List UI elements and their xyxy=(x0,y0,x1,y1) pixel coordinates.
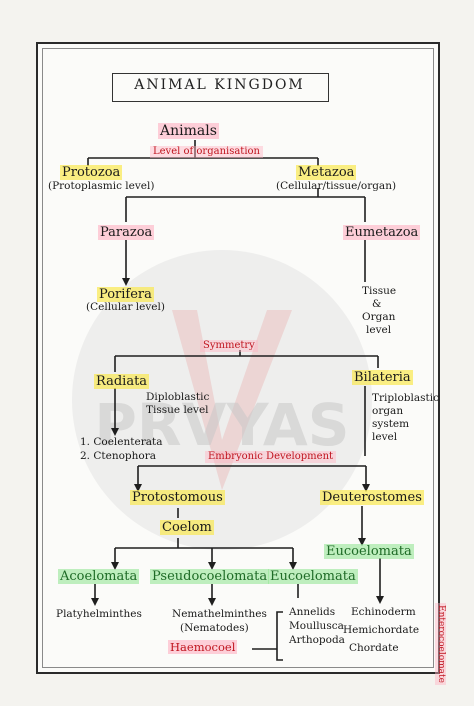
criterion-symmetry: Symmetry xyxy=(200,340,258,352)
node-coelom-label: Coelom xyxy=(160,520,214,535)
arrow-eucoelomata xyxy=(289,562,297,570)
node-porifera-level: (Cellular level) xyxy=(86,301,165,313)
node-chordate: Chordate xyxy=(349,642,399,654)
node-pseudocoelomata-label: Pseudocoelomata xyxy=(150,569,270,584)
node-diploblastic-line-2: Tissue level xyxy=(146,404,209,416)
node-moullusca: Moullusca xyxy=(289,620,344,632)
node-eucoelomata: Eucoelomata xyxy=(268,569,358,584)
node-protostomous-label: Protostomous xyxy=(130,490,225,505)
node-metazoa: Metazoa xyxy=(296,165,357,180)
node-porifera-label: Porifera xyxy=(97,287,154,302)
node-pseudocoelomata: Pseudocoelomata xyxy=(150,569,270,584)
node-nematodes: (Nematodes) xyxy=(180,622,249,634)
node-animals: Animals xyxy=(158,123,219,139)
node-protozoa-label: Protozoa xyxy=(60,165,123,180)
node-arthopoda: Arthopoda xyxy=(289,634,345,646)
inner-border xyxy=(42,48,434,668)
node-deuterostomes-label: Deuterostomes xyxy=(320,490,424,505)
node-coelom: Coelom xyxy=(160,520,214,535)
watermark-circle xyxy=(72,250,372,550)
node-radiata: Radiata xyxy=(94,374,150,389)
node-parazoa: Parazoa xyxy=(98,225,155,240)
node-parazoa-label: Parazoa xyxy=(98,225,155,240)
criterion-embryonic: Embryonic Development xyxy=(205,451,337,463)
node-deuterostomes: Deuterostomes xyxy=(320,490,424,505)
node-eumetazoa: Eumetazoa xyxy=(343,225,421,240)
node-haemocoel-label: Haemocoel xyxy=(168,640,238,654)
node-triploblastic-line-4: level xyxy=(372,431,398,443)
node-annelids: Annelids xyxy=(289,606,336,618)
node-eumetazoa-label: Eumetazoa xyxy=(343,225,421,240)
node-protozoa: Protozoa xyxy=(60,165,123,180)
node-triploblastic-line-2: organ xyxy=(372,405,404,417)
arrow-protostomous xyxy=(134,484,142,492)
node-acoelomata-label: Acoelomata xyxy=(58,569,140,584)
node-metazoa-level: (Cellular/tissue/organ) xyxy=(276,180,397,192)
node-nemathelminthes: Nemathelminthes xyxy=(172,608,267,620)
node-porifera: Porifera xyxy=(97,287,154,302)
node-coelenterata: 1. Coelenterata xyxy=(80,436,163,448)
node-bilateria: Bilateria xyxy=(352,370,413,385)
watermark-v-shape xyxy=(172,310,292,490)
criterion-organisation: Level of organisation xyxy=(150,146,263,158)
node-eucoelomata-deutero: Eucoelomata xyxy=(324,544,414,559)
node-acoelomata: Acoelomata xyxy=(58,569,140,584)
node-eucoelomata-deutero-label: Eucoelomata xyxy=(324,544,414,559)
node-radiata-label: Radiata xyxy=(94,374,150,389)
node-hemichordate: Hemichordate xyxy=(343,624,420,636)
node-eucoelomata-label: Eucoelomata xyxy=(268,569,358,584)
arrow-nemathelminthes xyxy=(208,598,216,606)
node-animals-label: Animals xyxy=(158,123,219,139)
side-label-enterocoelomate: Enterocoelomate xyxy=(435,603,446,685)
node-platyhelminthes: Platyhelminthes xyxy=(56,608,142,620)
node-protostomous: Protostomous xyxy=(130,490,225,505)
arrow-platyhelminthes xyxy=(91,598,99,606)
node-diploblastic-line-1: Diploblastic xyxy=(146,391,210,403)
node-ctenophora: 2. Ctenophora xyxy=(80,450,156,462)
page-title: ANIMAL KINGDOM xyxy=(134,77,305,93)
node-tissue-line-1: Tissue xyxy=(362,285,397,297)
watermark-text: PRVYAS xyxy=(94,391,349,459)
arrow-eucoelomata-deutero xyxy=(358,538,366,546)
node-tissue-line-3: Organ xyxy=(362,311,396,323)
node-echinoderm: Echinoderm xyxy=(351,606,416,618)
watermark-logo: PRVYAS xyxy=(72,250,372,550)
arrow-deuterostomes xyxy=(362,484,370,492)
node-haemocoel: Haemocoel xyxy=(168,640,238,654)
node-bilateria-label: Bilateria xyxy=(352,370,413,385)
node-tissue-line-2: & xyxy=(372,298,382,310)
arrow-pseudocoelomata xyxy=(208,562,216,570)
node-protozoa-level: (Protoplasmic level) xyxy=(48,180,155,192)
node-metazoa-label: Metazoa xyxy=(296,165,357,180)
arrow-deutero-phyla xyxy=(376,596,384,604)
arrow-acoelomata xyxy=(111,562,119,570)
arrow-radiata-down xyxy=(111,428,119,436)
node-tissue-line-4: level xyxy=(366,324,392,336)
node-triploblastic-line-1: Triploblastic xyxy=(372,392,439,404)
node-triploblastic-line-3: system xyxy=(372,418,410,430)
bracket-annelids xyxy=(276,611,283,661)
arrow-porifera xyxy=(122,278,130,286)
paper-sheet xyxy=(36,42,440,674)
title-box xyxy=(112,73,329,102)
